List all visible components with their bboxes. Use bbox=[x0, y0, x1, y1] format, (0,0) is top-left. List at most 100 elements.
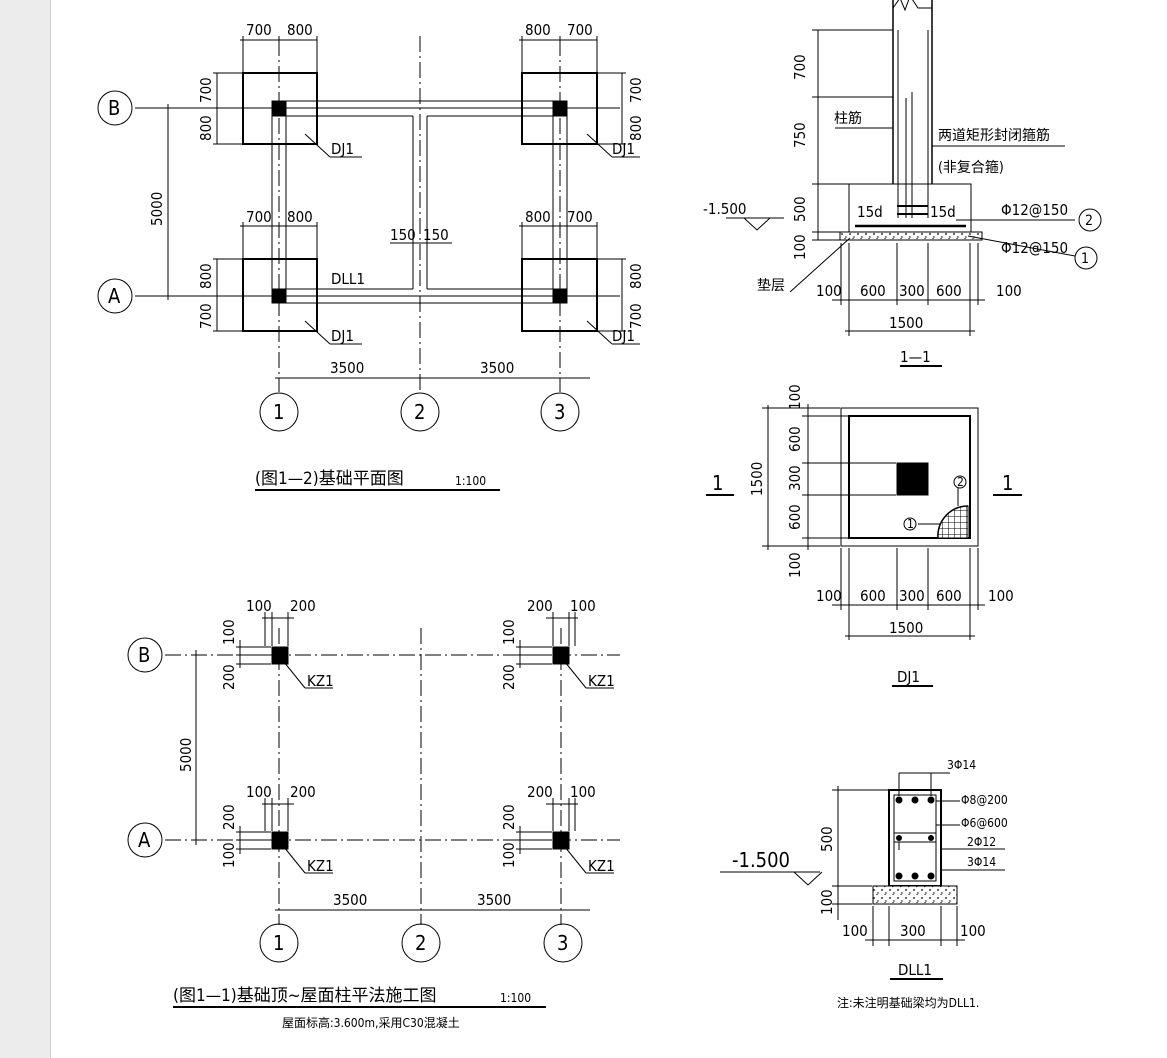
width: 300 bbox=[900, 922, 926, 940]
dim-200: 200 bbox=[290, 783, 316, 801]
width: 600 bbox=[860, 282, 886, 300]
dim-200: 200 bbox=[527, 783, 553, 801]
width: 600 bbox=[936, 282, 962, 300]
dim-800: 800 bbox=[287, 21, 313, 39]
dim-500: 500 bbox=[791, 196, 809, 222]
dim-700: 700 bbox=[246, 208, 272, 226]
tag-1: 1 bbox=[907, 517, 914, 531]
side-bars: 2Φ12 bbox=[967, 835, 996, 849]
stirrup-note: 两道矩形封闭箍筋 bbox=[938, 127, 1050, 144]
foundation-plan-text: 700 800 800 700 700 800 800 700 700 800 … bbox=[108, 21, 645, 491]
width: 100 bbox=[960, 922, 986, 940]
bar-2: Φ12@150 bbox=[1001, 201, 1068, 219]
span-x: 3500 bbox=[333, 891, 367, 909]
footing-tag: DJ1 bbox=[331, 140, 354, 158]
dll1-section bbox=[720, 772, 1005, 980]
axis-a: A bbox=[138, 828, 151, 852]
dim-100: 100 bbox=[220, 842, 238, 868]
anchor-right: 15d bbox=[930, 203, 956, 221]
dim-200: 200 bbox=[220, 664, 238, 690]
axis-2: 2 bbox=[415, 931, 426, 955]
width: 100 bbox=[988, 587, 1014, 605]
dim-800: 800 bbox=[197, 263, 215, 289]
stirrup-note-2: (非复合箍) bbox=[938, 159, 1004, 176]
bar-1: Φ12@150 bbox=[1001, 239, 1068, 257]
column-plan-title: (图1—1)基础顶~屋面柱平法施工图 bbox=[173, 986, 437, 1006]
footing-tag: DJ1 bbox=[612, 140, 635, 158]
dim-700: 700 bbox=[627, 303, 645, 329]
column-tag: KZ1 bbox=[307, 672, 334, 690]
dim-200: 200 bbox=[500, 804, 518, 830]
dj1-plan bbox=[706, 404, 1022, 687]
bar-1-tag: 1 bbox=[1081, 251, 1089, 267]
tag-2: 2 bbox=[957, 475, 964, 489]
base-dim: 100 bbox=[818, 889, 836, 915]
dim-100: 100 bbox=[500, 619, 518, 645]
dim-700: 700 bbox=[246, 21, 272, 39]
axis-1: 1 bbox=[273, 931, 284, 955]
axis-b: B bbox=[138, 643, 150, 667]
top-bars: 3Φ14 bbox=[947, 758, 976, 772]
foundation-plan bbox=[97, 36, 640, 432]
bottom-bars: 3Φ14 bbox=[967, 855, 996, 869]
drawing-sheet bbox=[51, 0, 1167, 1058]
dim-700: 700 bbox=[567, 21, 593, 39]
column-plan bbox=[127, 612, 620, 963]
dim-150: 150 bbox=[390, 226, 416, 244]
v-dim: 100 bbox=[786, 552, 804, 578]
footing-tag: DJ1 bbox=[331, 327, 354, 345]
beam-tag: DLL1 bbox=[331, 270, 365, 288]
width: 600 bbox=[860, 587, 886, 605]
axis-a: A bbox=[108, 284, 121, 308]
dim-100: 100 bbox=[570, 597, 596, 615]
width: 100 bbox=[996, 282, 1022, 300]
bar-2-tag: 2 bbox=[1085, 213, 1093, 229]
dim-200: 200 bbox=[290, 597, 316, 615]
axis-3: 3 bbox=[554, 400, 565, 424]
elevation: -1.500 bbox=[732, 848, 790, 872]
dim-100: 100 bbox=[500, 842, 518, 868]
axis-b: B bbox=[108, 96, 120, 120]
dll1-title: DLL1 bbox=[898, 961, 932, 979]
dim-700: 700 bbox=[567, 208, 593, 226]
column-tag: KZ1 bbox=[307, 857, 334, 875]
dim-700: 700 bbox=[627, 77, 645, 103]
foundation-plan-title: (图1—2)基础平面图 bbox=[255, 469, 404, 489]
dim-800: 800 bbox=[525, 21, 551, 39]
dim-100: 100 bbox=[791, 234, 809, 260]
v-dim: 300 bbox=[786, 465, 804, 491]
span-x: 3500 bbox=[330, 359, 364, 377]
left-panel bbox=[0, 0, 51, 1058]
dim-100: 100 bbox=[220, 619, 238, 645]
width: 600 bbox=[936, 587, 962, 605]
dll1-section-text: 3Φ14 Φ8@200 Φ6@600 2Φ12 3Φ14 -1.500 500 … bbox=[732, 758, 1008, 1010]
v-total: 1500 bbox=[748, 462, 766, 496]
column-plan-text: 100 200 200 100 100 200 200 100 100 200 … bbox=[138, 597, 615, 1030]
dim-100: 100 bbox=[246, 597, 272, 615]
v-dim: 600 bbox=[786, 426, 804, 452]
dim-700: 700 bbox=[197, 303, 215, 329]
dim-200: 200 bbox=[527, 597, 553, 615]
dj1-title: DJ1 bbox=[897, 668, 920, 686]
dim-150: 150 bbox=[423, 226, 449, 244]
tie-label: Φ6@600 bbox=[961, 816, 1008, 830]
section-title: 1—1 bbox=[900, 348, 931, 366]
dll1-note: 注:未注明基础梁均为DLL1. bbox=[837, 995, 979, 1010]
cushion-label: 垫层 bbox=[757, 278, 785, 294]
v-dim: 100 bbox=[786, 384, 804, 410]
dim-800: 800 bbox=[525, 208, 551, 226]
column-plan-note: 屋面标高:3.600m,采用C30混凝土 bbox=[282, 1015, 460, 1030]
dim-700: 700 bbox=[791, 54, 809, 80]
section-1-1-text: 700 750 500 100 柱筋 两道矩形封闭箍筋 (非复合箍) 15d 1… bbox=[703, 54, 1093, 366]
span-y: 5000 bbox=[148, 192, 166, 226]
section-1-1 bbox=[726, 0, 1102, 367]
dim-800: 800 bbox=[197, 115, 215, 141]
dim-200: 200 bbox=[220, 804, 238, 830]
axis-2: 2 bbox=[414, 400, 425, 424]
dim-750: 750 bbox=[791, 122, 809, 148]
dj1-plan-text: 1 1 100 600 300 600 100 1500 2 1 100 600… bbox=[712, 384, 1014, 686]
total-width: 1500 bbox=[889, 314, 923, 332]
dim-200: 200 bbox=[500, 664, 518, 690]
width: 100 bbox=[816, 282, 842, 300]
